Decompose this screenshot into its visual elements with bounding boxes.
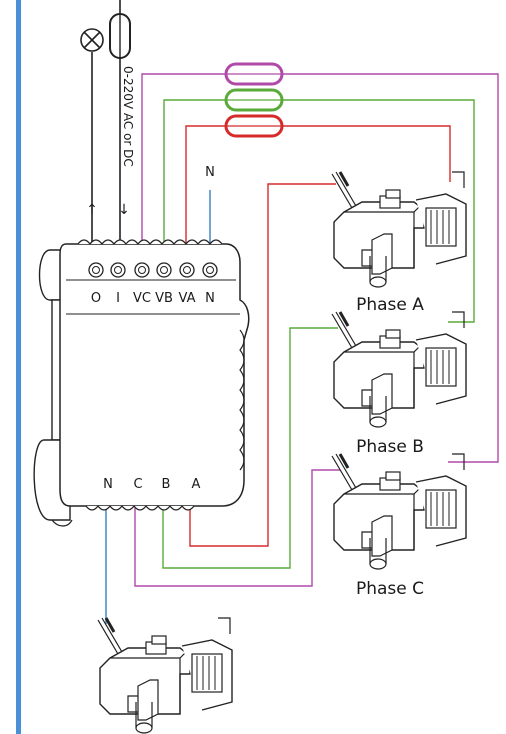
phase-b-label: Phase B xyxy=(356,437,424,457)
wire-vc-purple xyxy=(141,73,226,244)
neutral-top-label: N xyxy=(205,165,215,180)
terminal-label-i: I xyxy=(116,291,120,306)
terminal-label-vb: VB xyxy=(155,291,173,306)
terminal-screw-n xyxy=(202,262,218,278)
terminal-label-va: VA xyxy=(179,291,196,306)
fuse-icon xyxy=(109,0,131,59)
wire-vb-green-right xyxy=(282,99,475,323)
wire-vb-green xyxy=(163,99,226,244)
wire-va-red-right xyxy=(282,125,451,182)
phase-a-label: Phase A xyxy=(356,295,424,315)
terminal-screw-i xyxy=(110,262,126,278)
current-transformer-a-icon xyxy=(330,170,468,289)
terminal-label-o: O xyxy=(91,291,101,306)
arrow-up-icon: ↑ xyxy=(86,202,98,218)
fuse-purple-icon xyxy=(224,62,284,86)
phase-c-label: Phase C xyxy=(356,579,424,599)
wire-ct-c-purple xyxy=(134,469,340,587)
current-transformer-b-icon xyxy=(330,310,468,429)
current-transformer-n-icon xyxy=(96,616,234,734)
terminal-screw-o xyxy=(88,262,104,278)
ct-terminal-label-a: A xyxy=(192,477,201,492)
terminal-screw-va xyxy=(179,262,195,278)
wire-vc-purple-right xyxy=(282,73,499,463)
terminal-label-vc: VC xyxy=(133,291,151,306)
accent-bar xyxy=(16,0,21,734)
wire-ct-a-red xyxy=(189,183,336,547)
terminal-label-n: N xyxy=(205,291,215,306)
supply-label: 0-220V AC or DC xyxy=(121,66,135,167)
energy-meter xyxy=(33,239,250,527)
fuse-green-icon xyxy=(224,88,284,112)
ct-terminal-label-c: C xyxy=(133,477,142,492)
lamp-icon xyxy=(80,28,104,52)
ct-terminal-label-n: N xyxy=(103,477,113,492)
top-terminal-screws xyxy=(88,262,218,278)
current-transformer-c-icon xyxy=(330,452,468,571)
arrow-down-icon: ↓ xyxy=(118,202,130,218)
wire-ct-b-green xyxy=(162,327,338,569)
terminal-screw-vb xyxy=(156,262,172,278)
wire-va-red xyxy=(185,125,226,244)
terminal-screw-vc xyxy=(134,262,150,278)
fuse-red-icon xyxy=(224,114,284,138)
ct-terminal-label-b: B xyxy=(162,477,171,492)
